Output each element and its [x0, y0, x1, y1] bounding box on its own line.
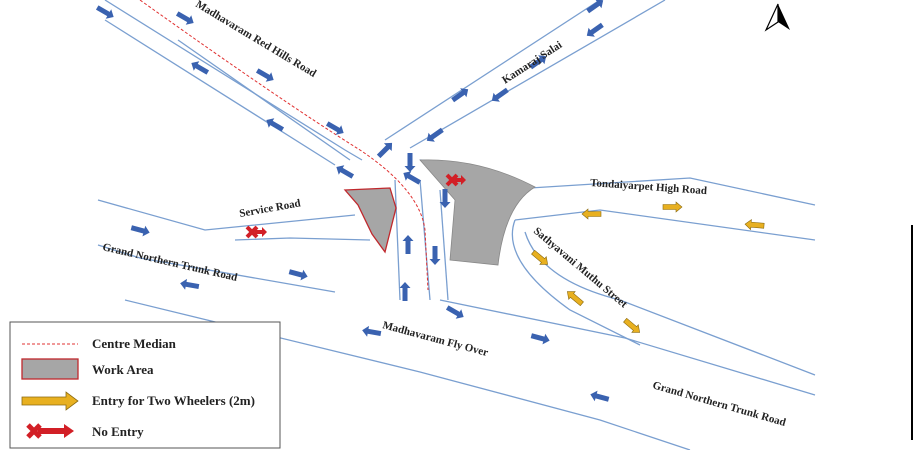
service-road-label: Service Road — [238, 197, 301, 220]
madhavaram-fly-over-label: Madhavaram Fly Over — [381, 319, 489, 359]
no-entry-icon — [26, 423, 74, 439]
grand-northern-trunk-road-east-label: Grand Northern Trunk Road — [651, 379, 787, 429]
sathyavani-muthu-street-label: Sathyavani Muthu Street — [531, 225, 630, 310]
no-entry-marker-kamaraj-salai — [445, 173, 466, 187]
yellow-arrow-icon — [21, 391, 79, 411]
work-area-right — [419, 159, 536, 266]
two-wheeler-arrows — [529, 201, 765, 337]
kamaraj-salai-label: Kamaraj Salai — [500, 39, 564, 87]
work-area-swatch-icon — [21, 358, 79, 380]
legend: Centre Median Work Area Entry for Two Wh… — [9, 321, 281, 449]
north-arrow-icon — [764, 3, 790, 32]
legend-label-no-entry: No Entry — [92, 424, 144, 439]
legend-item-no-entry: No Entry — [26, 423, 144, 439]
no-entry-marker-service-road — [245, 225, 267, 239]
madhavaram-red-hills-road-label: Madhavaram Red Hills Road — [193, 0, 318, 80]
grand-northern-trunk-road-west-label: Grand Northern Trunk Road — [101, 241, 238, 284]
centre-median-line — [139, 0, 429, 291]
legend-item-two-wheeler-entry: Entry for Two Wheelers (2m) — [21, 391, 255, 411]
legend-label-work-area: Work Area — [92, 362, 154, 377]
legend-item-work-area: Work Area — [21, 358, 154, 380]
work-area-left — [343, 187, 397, 254]
legend-label-two-wheeler-entry: Entry for Two Wheelers (2m) — [92, 393, 255, 408]
legend-item-centre-median: Centre Median — [22, 336, 177, 351]
legend-label-centre-median: Centre Median — [92, 336, 177, 351]
